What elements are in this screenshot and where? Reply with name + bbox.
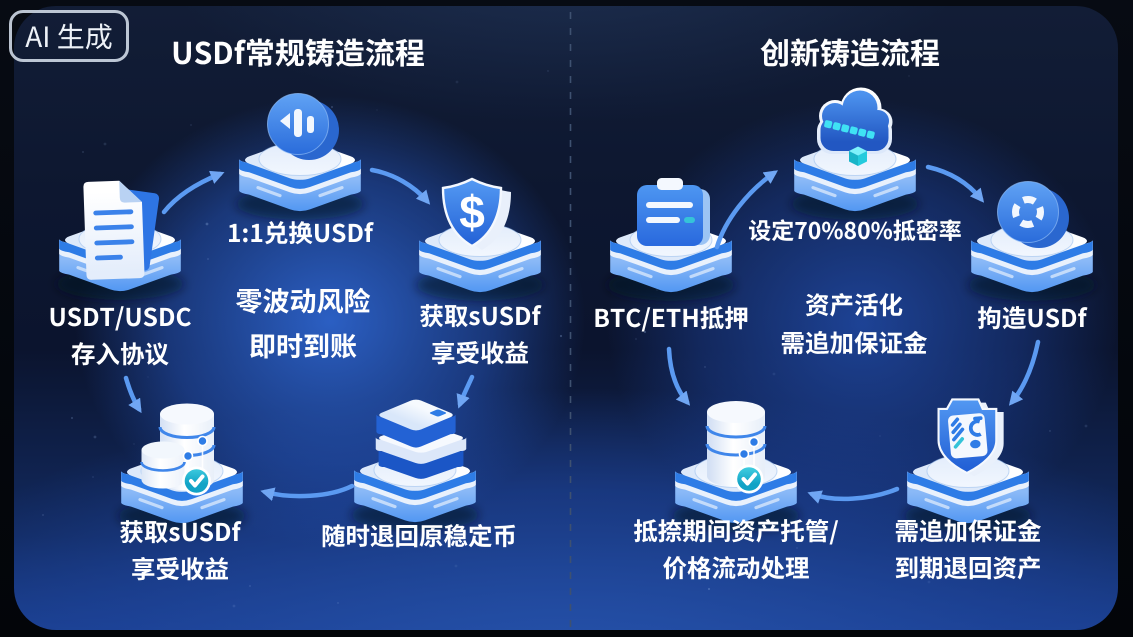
svg-text:$: $: [459, 186, 485, 238]
